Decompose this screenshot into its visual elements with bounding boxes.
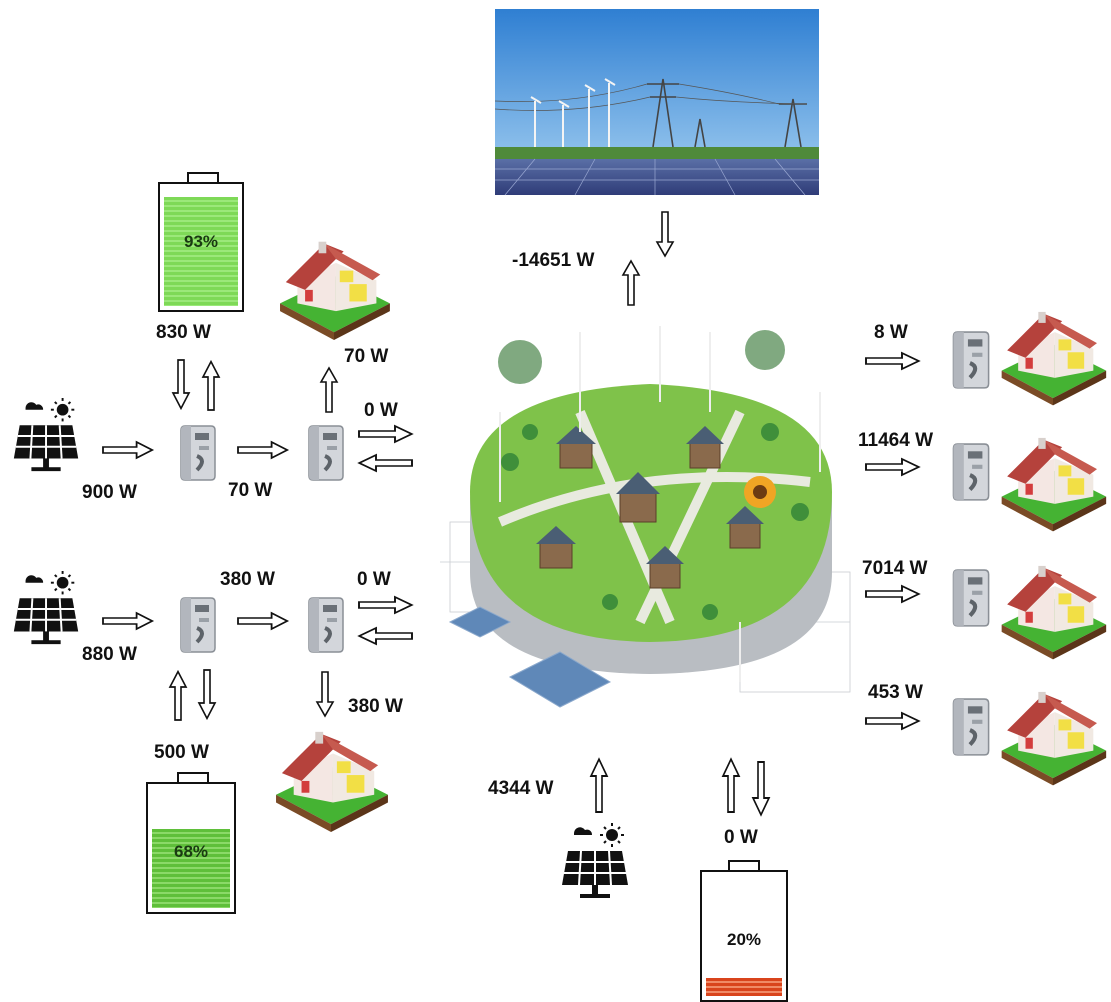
house-icon-1 (276, 234, 392, 340)
pv2-output-label: 880 W (82, 644, 137, 665)
meter2-to-house1-arrow (320, 367, 338, 413)
meter-icon-3 (176, 596, 218, 656)
house-icon-5 (998, 558, 1108, 660)
house2-load-label: 380 W (348, 696, 403, 717)
battery1-to-meter1-arrow (202, 360, 220, 411)
community-battery-down-arrow (752, 761, 770, 816)
solar-panel-icon-3 (556, 822, 636, 904)
meter-icon-5 (948, 330, 992, 392)
node1-in-arrow (358, 454, 413, 472)
meter-icon-7 (948, 568, 992, 630)
meter3-to-meter4-label: 380 W (220, 569, 275, 590)
meter-icon-1 (176, 424, 218, 484)
node1-out-arrow (358, 425, 413, 443)
grid-up-arrow (622, 260, 640, 306)
meter3-to-battery2-arrow (198, 669, 216, 720)
meter-icon-2 (304, 424, 346, 484)
meter1-to-battery1-arrow (172, 359, 190, 410)
node2-in-arrow (358, 627, 413, 645)
battery2-to-meter3-arrow (169, 670, 187, 721)
community-battery: 20% (700, 860, 788, 1002)
battery1-level: 93% (183, 232, 219, 251)
community-pv-label: 4344 W (488, 778, 554, 799)
house-icon-2 (272, 724, 390, 832)
node2-exchange-label: 0 W (357, 569, 391, 590)
meter-icon-4 (304, 596, 346, 656)
consumer4-label: 453 W (868, 682, 923, 703)
community-pv-up-arrow (590, 758, 608, 813)
meter-icon-6 (948, 442, 992, 504)
battery1-power-label: 830 W (156, 322, 211, 343)
grid-exchange-label: -14651 W (512, 250, 595, 271)
battery2-power-label: 500 W (154, 742, 209, 763)
solar-panel-icon-2 (8, 570, 86, 650)
consumer2-arrow (865, 458, 920, 476)
consumer3-label: 7014 W (862, 558, 928, 579)
house-icon-3 (998, 304, 1108, 406)
battery2: 68% (146, 772, 236, 914)
smart-community-image (440, 326, 851, 708)
community-battery-up-arrow (722, 758, 740, 813)
grid-down-arrow (656, 211, 674, 257)
solar-panel-icon-1 (8, 397, 86, 477)
house1-load-label: 70 W (344, 346, 389, 367)
meter4-to-house2-arrow (316, 671, 334, 717)
pv1-to-meter1-arrow (102, 441, 154, 459)
consumer1-label: 8 W (874, 322, 908, 343)
node1-exchange-label: 0 W (364, 400, 398, 421)
house-icon-6 (998, 684, 1108, 786)
consumer2-label: 11464 W (858, 430, 933, 451)
meter1-to-meter2-label: 70 W (228, 480, 273, 501)
consumer4-arrow (865, 712, 920, 730)
node2-out-arrow (358, 596, 413, 614)
battery2-level: 68% (173, 842, 209, 861)
meter-icon-8 (948, 697, 992, 759)
meter3-to-meter4-arrow (237, 612, 289, 630)
consumer3-arrow (865, 585, 920, 603)
battery1: 93% (158, 172, 244, 312)
battery1-fill (164, 196, 238, 306)
pv2-to-meter3-arrow (102, 612, 154, 630)
consumer1-arrow (865, 352, 920, 370)
community-battery-fill (706, 978, 782, 996)
pv1-output-label: 900 W (82, 482, 137, 503)
house-icon-4 (998, 430, 1108, 532)
power-grid-image (494, 9, 819, 196)
community-battery-power-label: 0 W (724, 827, 758, 848)
battery2-fill (152, 828, 230, 908)
meter1-to-meter2-arrow (237, 441, 289, 459)
community-battery-level: 20% (726, 930, 762, 949)
